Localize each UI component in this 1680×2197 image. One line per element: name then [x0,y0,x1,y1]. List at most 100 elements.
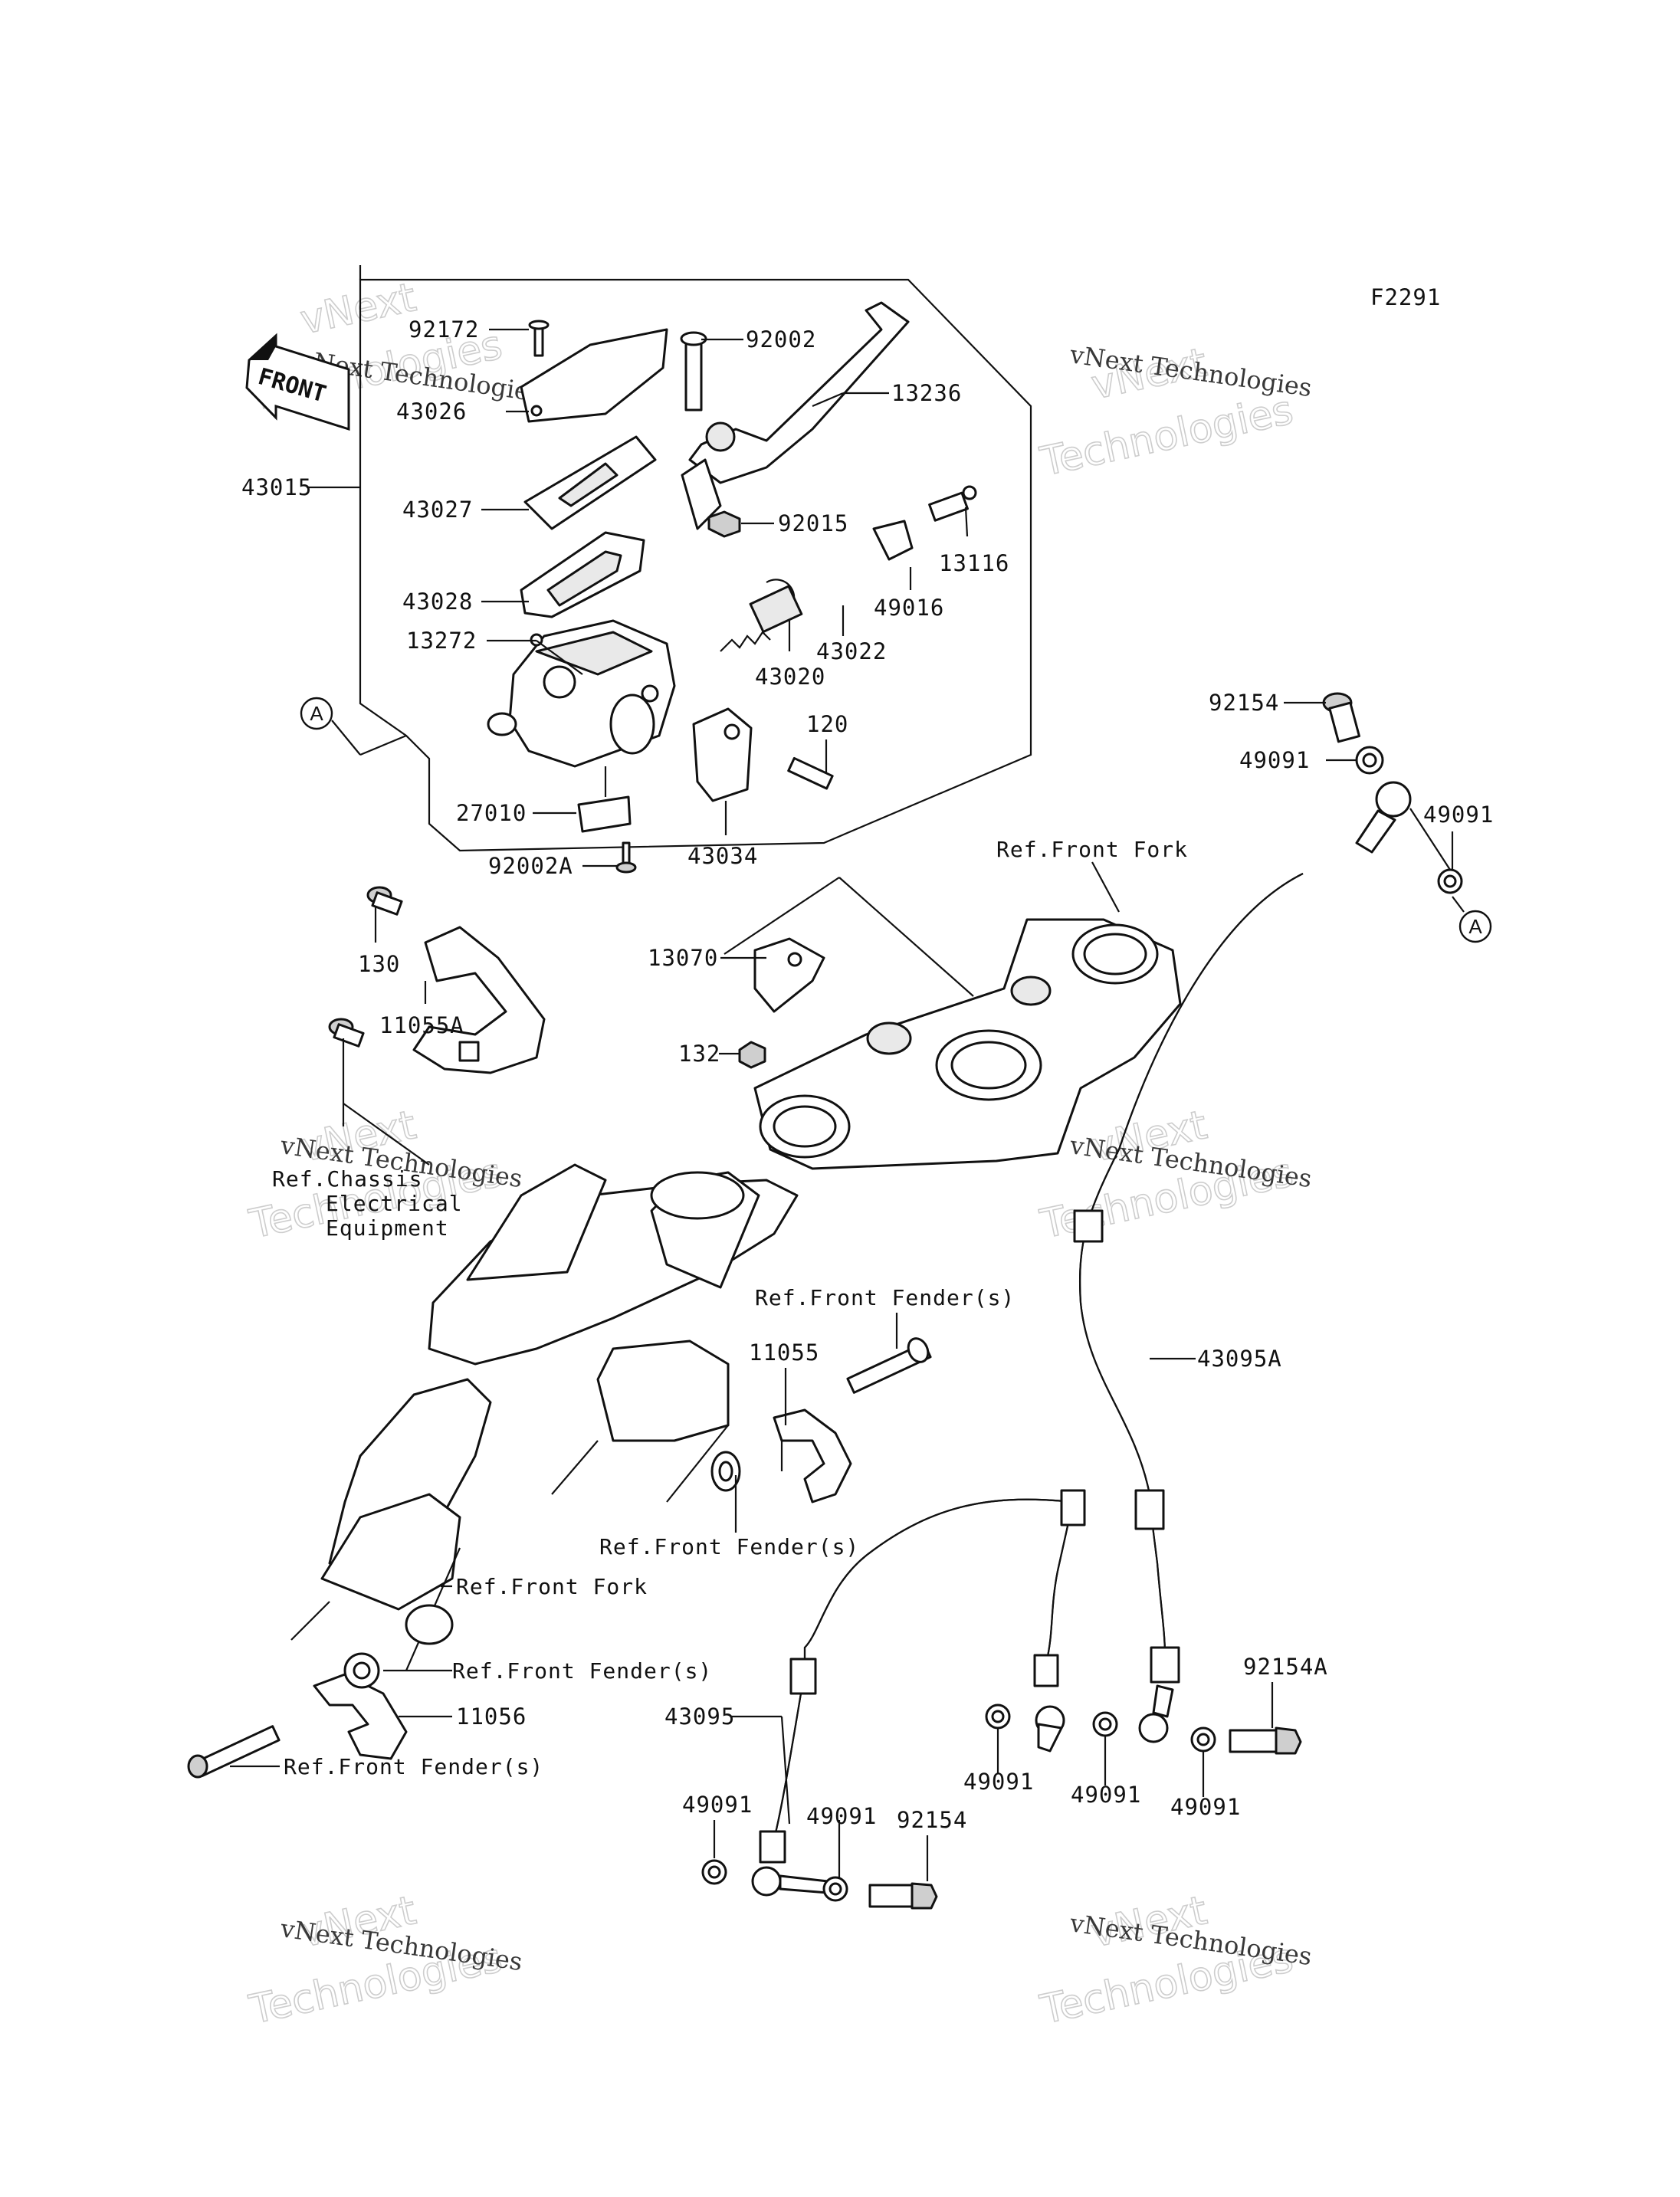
watermark-outline-large: Technologies [1036,387,1297,485]
leader-13070-frame [724,877,840,955]
label-49091-b3: 49091 [963,1769,1034,1795]
front-arrow-icon: FRONT [245,333,350,431]
label-92015: 92015 [778,510,848,536]
label-49091-b1: 49091 [682,1792,753,1818]
collar-fender-lower-icon [343,1604,454,1689]
banjo-fitting-top [1355,781,1412,854]
label-49091-top2: 49091 [1423,802,1494,828]
watermark-outline-small: vNext [297,274,420,343]
label-120: 120 [806,711,848,737]
brake-hose-43095A [1073,873,1304,1684]
callout-a-right: A [1459,910,1492,943]
label-49091-b4: 49091 [1071,1782,1141,1808]
ref-front-fender-2: Ref.Front Fender(s) [599,1534,859,1559]
banjo-bolt-92154-top-icon [1322,692,1360,743]
banjo-bolt-92154-bottom-icon [868,1882,938,1910]
label-43034: 43034 [687,843,758,869]
label-11055A: 11055A [379,1012,464,1038]
leader-13070-frame [838,877,974,997]
label-49091-b5: 49091 [1170,1794,1241,1820]
ref-front-fork-bottom: Ref.Front Fork [456,1574,648,1599]
pivot-13116-icon [928,485,977,522]
washer-49091-b3-icon [985,1703,1011,1730]
bracket-13070 [753,937,825,1013]
master-cylinder-group-outline [359,278,1032,852]
boot-49016-icon [872,520,914,561]
leader-a-left [359,734,407,756]
ref-chassis-line3: Equipment [326,1215,449,1241]
banjo-bolt-92154A-icon [1229,1726,1302,1755]
label-49016: 49016 [874,595,944,621]
upper-triple-clamp [753,918,1182,1170]
clamp-11056 [313,1673,408,1760]
ref-front-fork-top: Ref.Front Fork [996,837,1188,862]
banjo-fitting-lower-mid [1035,1705,1065,1753]
nut-132-icon [738,1041,766,1069]
banjo-fitting-lower-right [1138,1684,1174,1743]
ref-chassis-line2: Electrical [326,1191,463,1216]
ref-front-fender-3: Ref.Front Fender(s) [452,1658,712,1684]
leader-lines [230,328,1465,1881]
ref-front-fender-4: Ref.Front Fender(s) [284,1754,543,1779]
diaphragm-43028 [520,531,645,618]
reservoir-cap-43026 [520,328,668,423]
master-cylinder-body [487,619,676,768]
label-13116: 13116 [939,550,1009,576]
washer-49091-b2-icon [822,1876,848,1902]
label-130: 130 [358,951,400,977]
label-49091-b2: 49091 [806,1803,877,1829]
diaphragm-plate-43027 [523,435,657,530]
label-92154-bottom: 92154 [897,1807,967,1833]
washer-49091-b5-icon [1190,1726,1216,1753]
callout-a-right-text: A [1468,915,1482,938]
label-49091-top1: 49091 [1239,747,1310,773]
label-13236: 13236 [891,380,962,406]
ref-front-fender-1: Ref.Front Fender(s) [755,1285,1015,1310]
clamp-11055 [773,1408,852,1503]
bolt-120-icon [787,756,834,790]
switch-27010 [577,766,632,833]
label-11055: 11055 [749,1340,819,1366]
washer-49091-top1-icon [1355,746,1384,775]
brake-hose-43095 [759,1489,1086,1864]
bolt-92002-icon [680,331,707,412]
lower-triple-clamp-and-forks [290,1163,799,1671]
leader-a-left [331,720,361,756]
bolt-fender-upper-icon [846,1337,932,1394]
label-43022: 43022 [816,638,887,664]
callout-a-left-text: A [310,702,323,725]
bolt-130-icon [366,886,403,916]
label-27010: 27010 [456,800,527,826]
washer-49091-b1-icon [701,1859,727,1885]
banjo-fitting-lower-left [751,1866,829,1897]
bracket-11055A [412,926,546,1074]
screw-92172-icon [528,320,550,357]
ref-chassis-line1: Ref.Chassis [272,1166,422,1192]
figure-code: F2291 [1370,284,1441,310]
label-43095: 43095 [664,1703,735,1730]
label-13070: 13070 [648,945,718,971]
screw-92002A-icon [615,841,637,874]
washer-49091-top2-icon [1437,868,1463,894]
label-92154-top: 92154 [1209,690,1279,716]
label-43095A: 43095A [1197,1346,1282,1372]
label-92154A: 92154A [1243,1654,1328,1680]
washer-49091-b4-icon [1092,1711,1118,1737]
label-43015: 43015 [241,474,312,500]
label-43027: 43027 [402,497,473,523]
brake-lever-13236 [681,301,910,530]
label-13272: 13272 [406,628,477,654]
label-132: 132 [678,1041,720,1067]
label-92002A: 92002A [488,853,573,879]
bolt-fender-lower-icon [187,1725,281,1779]
label-43020: 43020 [755,664,825,690]
label-11056: 11056 [456,1703,527,1730]
holder-43034 [692,707,753,802]
label-92002: 92002 [746,326,816,353]
bolt-chassis-icon [328,1018,365,1048]
piston-assembly-43020 [720,585,803,652]
label-43028: 43028 [402,589,473,615]
label-92172: 92172 [409,316,479,343]
callout-a-left: A [300,697,333,730]
